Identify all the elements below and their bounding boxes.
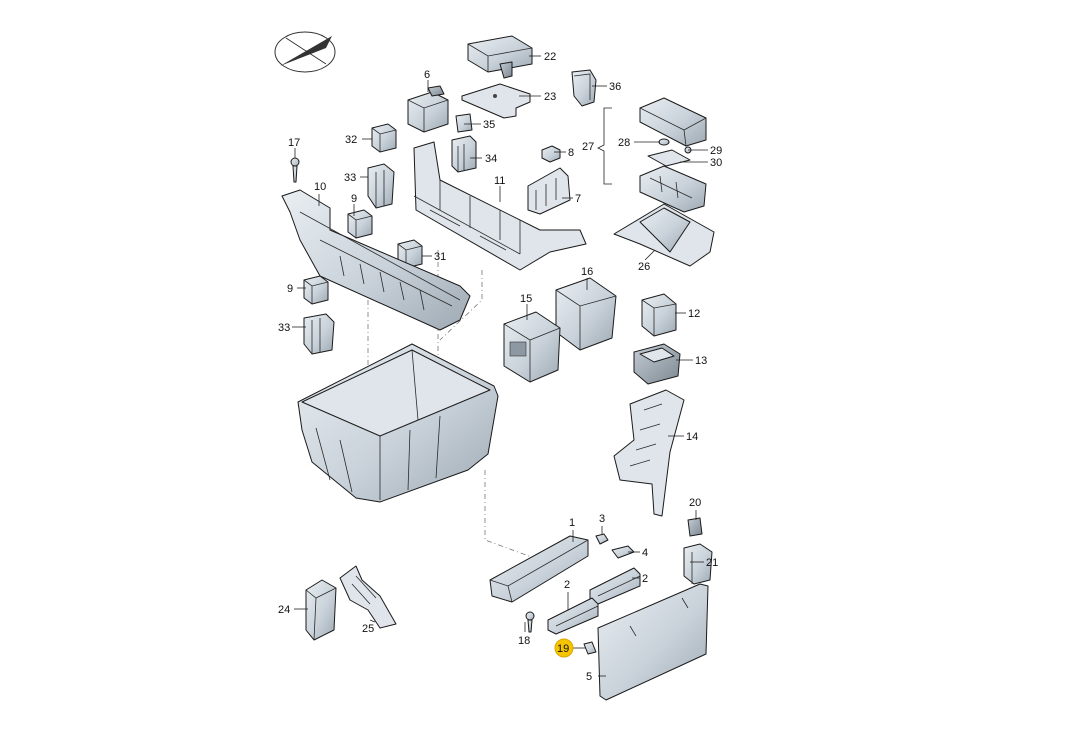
part-35-fuse[interactable]	[455, 113, 473, 133]
label-15[interactable]: 15	[520, 293, 532, 305]
label-33-lower[interactable]: 33	[278, 322, 290, 334]
label-11[interactable]: 11	[494, 175, 505, 187]
part-9-relay-upper[interactable]	[347, 209, 373, 239]
part-2-fuse-holder-lower[interactable]	[547, 597, 599, 635]
label-10[interactable]: 10	[314, 181, 326, 193]
part-23-mounting-plate[interactable]	[461, 83, 531, 119]
label-8[interactable]: 8	[568, 147, 574, 159]
leader-lines	[292, 55, 708, 677]
label-22[interactable]: 22	[544, 51, 556, 63]
part-13-holder[interactable]	[633, 343, 681, 385]
label-30[interactable]: 30	[710, 157, 722, 169]
label-31[interactable]: 31	[434, 251, 446, 263]
label-1[interactable]: 1	[569, 517, 575, 529]
label-13[interactable]: 13	[695, 355, 707, 367]
part-21-holder[interactable]	[683, 543, 713, 585]
part-26-tray[interactable]	[613, 203, 715, 267]
label-5[interactable]: 5	[586, 671, 592, 683]
label-17[interactable]: 17	[288, 137, 300, 149]
label-24[interactable]: 24	[278, 604, 290, 616]
part-36-connector[interactable]	[571, 69, 597, 107]
part-20-fuse[interactable]	[687, 517, 703, 537]
part-34-relay-base[interactable]	[451, 135, 477, 173]
label-28[interactable]: 28	[618, 137, 630, 149]
part-19-clip[interactable]	[583, 641, 597, 655]
label-26[interactable]: 26	[638, 261, 650, 273]
part-11-bracket[interactable]	[413, 141, 587, 271]
label-7[interactable]: 7	[575, 193, 581, 205]
part-18-screw[interactable]	[525, 611, 535, 633]
label-36[interactable]: 36	[609, 81, 621, 93]
label-32[interactable]: 32	[345, 134, 357, 146]
part-3-clip[interactable]	[595, 533, 609, 545]
label-4[interactable]: 4	[642, 547, 648, 559]
label-29[interactable]: 29	[710, 145, 722, 157]
label-2-upper[interactable]: 2	[642, 573, 648, 585]
label-14[interactable]: 14	[686, 431, 698, 443]
orientation-compass-icon	[274, 31, 336, 73]
part-24-control-unit[interactable]	[305, 579, 337, 641]
label-25[interactable]: 25	[362, 623, 374, 635]
part-1-rail[interactable]	[489, 535, 589, 603]
part-8-nut[interactable]	[541, 145, 561, 163]
part-labels: 22 23 36 6 35 32 34 8 17 33 10 11 7 9 31…	[278, 51, 722, 683]
part-25-bracket[interactable]	[339, 565, 397, 629]
part-27-fuse-box-assembly[interactable]	[639, 97, 707, 213]
part-14-bracket[interactable]	[613, 389, 685, 517]
label-35[interactable]: 35	[483, 119, 495, 131]
label-16[interactable]: 16	[581, 266, 593, 278]
part-22-control-unit[interactable]	[467, 35, 533, 79]
label-34[interactable]: 34	[485, 153, 497, 165]
label-23[interactable]: 23	[544, 91, 556, 103]
part-15-control-unit[interactable]	[503, 311, 561, 383]
part-33-relay-holder-lower[interactable]	[303, 313, 335, 355]
part-32-relay[interactable]	[371, 123, 397, 153]
part-7-bracket[interactable]	[527, 167, 571, 215]
label-20[interactable]: 20	[689, 497, 701, 509]
part-2-fuse-holder-upper[interactable]	[589, 567, 641, 605]
part-10-relay-carrier[interactable]	[281, 189, 471, 331]
electronics-box[interactable]	[297, 343, 499, 503]
label-19-highlighted[interactable]: 19	[554, 638, 574, 658]
label-33-upper[interactable]: 33	[344, 172, 356, 184]
label-19[interactable]: 19	[557, 643, 569, 655]
part-17-screw[interactable]	[290, 157, 300, 183]
label-2-lower[interactable]: 2	[564, 579, 570, 591]
part-6-relay-holder[interactable]	[407, 85, 449, 133]
part-12-module[interactable]	[641, 293, 677, 337]
part-33-relay-holder-upper[interactable]	[367, 163, 395, 209]
part-9-relay-lower[interactable]	[303, 275, 329, 305]
label-9-upper[interactable]: 9	[351, 193, 357, 205]
part-5-cover-panel[interactable]	[597, 583, 709, 701]
label-27[interactable]: 27	[582, 141, 594, 153]
label-6[interactable]: 6	[424, 69, 430, 81]
highlight-marker	[554, 638, 574, 658]
label-12[interactable]: 12	[688, 308, 700, 320]
part-16-control-unit[interactable]	[555, 277, 617, 351]
label-21[interactable]: 21	[706, 557, 718, 569]
label-3[interactable]: 3	[599, 513, 605, 525]
label-9-lower[interactable]: 9	[287, 283, 293, 295]
label-18[interactable]: 18	[518, 635, 530, 647]
